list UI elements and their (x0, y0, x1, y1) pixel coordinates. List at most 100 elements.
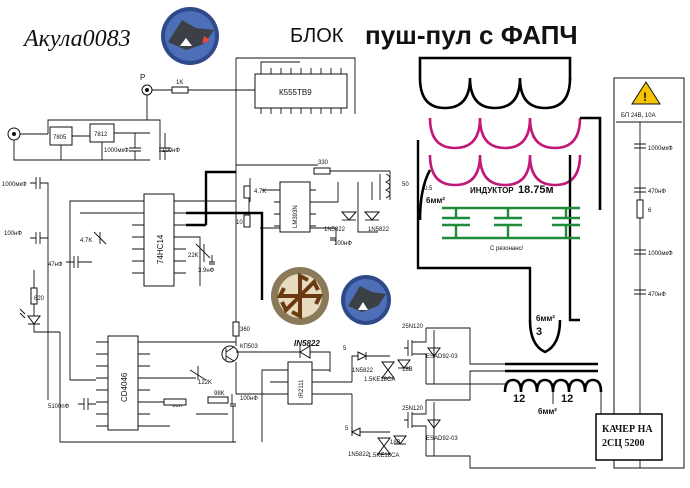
tvs-1-5ke18ca-a (381, 361, 395, 379)
inductor-coil (416, 56, 602, 322)
led-icon (19, 308, 41, 325)
resistor-10 (243, 214, 251, 228)
tvs-a-label: 1.5KE18CA (364, 377, 395, 383)
wire-6mm-c-label: 6мм² (538, 407, 557, 416)
coil-50-label: 50 (402, 182, 409, 188)
mosfet-25n120-b (404, 400, 427, 456)
cap-100nf-b-label: 100нФ (334, 241, 352, 247)
diode-1n5822-c-label: 1N5822 (352, 368, 374, 374)
kacher-box (595, 413, 663, 461)
cap-47nf-label: 47нФ (48, 262, 63, 268)
inductor-label: ИНДУКТОР (470, 186, 514, 195)
diode-1n5822-a-label: 1N5822 (324, 227, 346, 233)
mosfet-a-label: 25N120 (402, 324, 424, 330)
chip-cd4046 (96, 335, 150, 431)
cap-100nf-c-label: 100нФ (240, 396, 258, 402)
diode-1n5822-c (357, 351, 368, 361)
reg2-label: 7812 (94, 132, 108, 138)
reg1-label: 7805 (53, 135, 67, 141)
input-connector (7, 127, 21, 141)
psu-label: БП 24В, 10А (621, 113, 656, 119)
diode-esad92-b (427, 402, 441, 456)
res-68k-label: 68K (172, 403, 183, 409)
mosfet-b-label: 25N120 (402, 406, 424, 412)
logo-text: Акула0083 (22, 26, 131, 52)
esa-a-label: ESAD92-03 (426, 354, 458, 360)
diode-in5822-label: IN5822 (294, 339, 320, 348)
resistor-4k7-b (243, 185, 251, 199)
turns-3-label: 3 (536, 326, 542, 338)
resonance-label: С резонанс/ (490, 246, 524, 252)
warning-icon: ! (631, 81, 661, 105)
svg-text:!: ! (643, 90, 647, 104)
transistor-label: КП503 (240, 344, 258, 350)
zener-18v-b (393, 435, 407, 445)
chip-lm393n-label: LM393N (293, 205, 299, 228)
resistor-1k (171, 86, 189, 94)
diode-1n5822-b-label: 1N5822 (368, 227, 390, 233)
diode-1n5822-b (363, 211, 381, 221)
res-360-label: 360 (240, 327, 251, 333)
res-620-label: 620 (34, 296, 45, 302)
psu-cap-a-label: 1000мкФ (648, 146, 673, 152)
zener-b-label: 18В (390, 440, 401, 446)
res-122k-label: 122K (198, 380, 212, 386)
zener-18v-a (397, 359, 411, 369)
turns-12a-label: 12 (513, 393, 525, 405)
cap-1000mkf-label: 1000мкФ (104, 148, 129, 154)
chip-cd4046-label: CD4046 (120, 372, 129, 402)
title-prefix: БЛОК (290, 25, 344, 47)
wire-6mm-a-label: 6мм² (426, 196, 445, 205)
res-5b-label: 5 (345, 426, 349, 432)
kacher-line1: КАЧЕР НА (602, 424, 653, 435)
tvs-b-label: 1.5KE18CA (368, 453, 399, 459)
res-47k-a-label: 4.7K (80, 238, 92, 244)
res-5-label: 5 (343, 346, 347, 352)
chip-lm393n (274, 181, 316, 233)
chip-k555tv9 (254, 68, 348, 114)
res-330-label: 330 (318, 160, 329, 166)
res-47k-b-label: 4.7K (254, 189, 266, 195)
cap-100nf-a-label: 100нФ (162, 148, 180, 154)
psu-cap-c-label: 1000мкФ (648, 251, 673, 257)
resistor-330 (313, 167, 331, 175)
psu-cap-d-label: 470нФ (648, 292, 666, 298)
turns-12b-label: 12 (561, 393, 573, 405)
res-10-label: 10 (236, 220, 243, 226)
cap-3n9-label: 3.9нФ (198, 268, 215, 274)
kacher-line2: 2СЦ 5200 (602, 438, 645, 449)
tvs-1-5ke18ca-b (377, 437, 391, 455)
chip-74hc14 (132, 193, 186, 287)
chip-ir2111 (280, 361, 352, 405)
chip-74hc14-label: 74HC14 (156, 234, 165, 264)
pin-p-label: P (140, 73, 145, 82)
capacitor-100nf-top (159, 133, 171, 160)
esa-b-label: ESAD92-03 (426, 436, 458, 442)
cap-1000mkf-left-label: 1000мкФ (2, 182, 27, 188)
title-main: пуш-пул с ФАПЧ (365, 20, 578, 50)
output-transformer (503, 319, 603, 420)
res-1k-label: 1K (176, 80, 183, 86)
resistor-98k (207, 396, 229, 404)
res-98k-label: 98K (214, 391, 225, 397)
diode-1n5822-d-label: 1N5822 (348, 452, 370, 458)
diode-esad92-a (427, 330, 441, 384)
inductor-value: 18.75м (518, 184, 554, 196)
chip-ir2111-label: IR2111 (299, 379, 305, 398)
mosfet-25n120-a (404, 328, 427, 384)
coil-05-label: 0.5 (424, 186, 433, 192)
capacitor-1000mkf-top (129, 133, 141, 160)
wire-6mm-b-label: 6мм² (536, 314, 555, 323)
logo: Акула0083 (22, 7, 219, 65)
psu-resistor (636, 199, 644, 219)
resistor-360 (232, 321, 240, 337)
shark-icon (161, 7, 219, 65)
psu-frame (613, 77, 685, 469)
res-22k-label: 22K (188, 253, 199, 259)
diode-1n5822-d (350, 427, 361, 437)
transistor-kp503 (221, 345, 239, 363)
zener-a-label: 18В (402, 367, 413, 373)
resonant-capacitors (442, 206, 580, 240)
chip-k555tv9-label: К555ТВ9 (279, 88, 312, 97)
